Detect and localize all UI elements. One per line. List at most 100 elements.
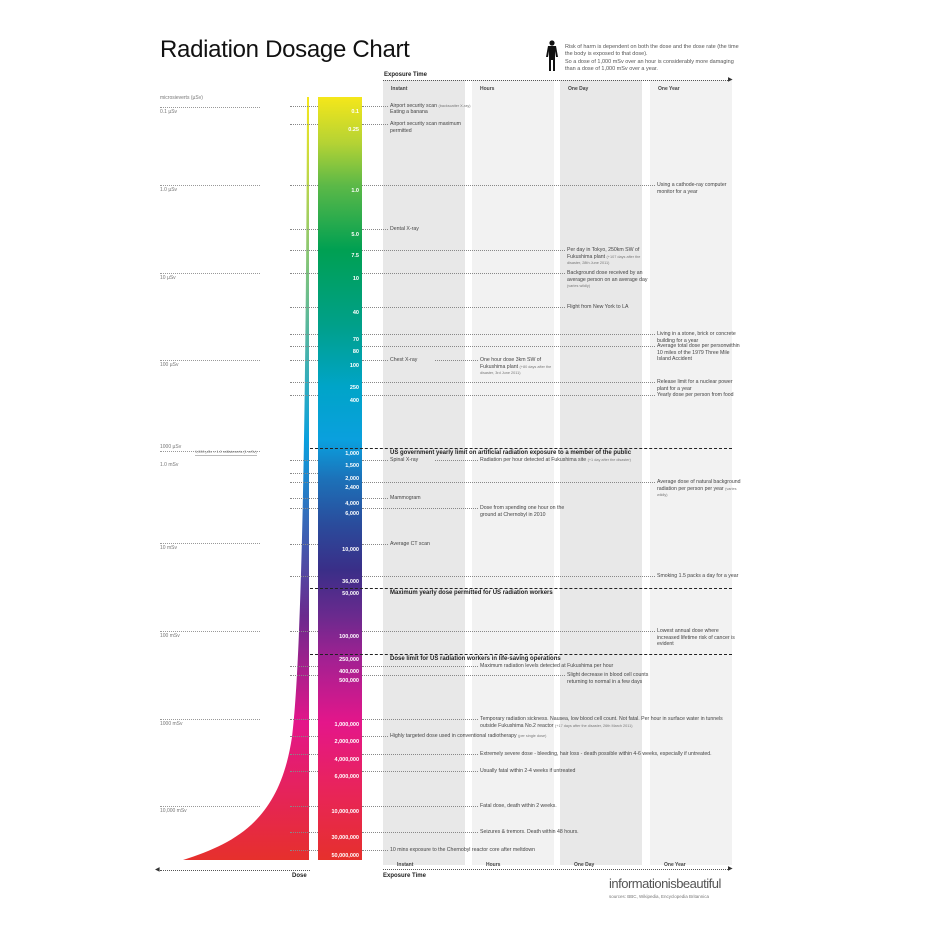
exposure-axis-label-top: Exposure Time — [384, 72, 427, 78]
row-leader-left — [290, 382, 318, 383]
annotation-note: (+1 day after the disaster) — [587, 458, 631, 462]
row-leader-left — [290, 460, 318, 461]
annotation: Maximum radiation levels detected at Fuk… — [480, 663, 730, 670]
annotation-text: Extremely severe dose - bleeding, hair l… — [480, 751, 712, 757]
annotation-text: Highly targeted dose used in conventiona… — [390, 733, 517, 739]
column-header: One Day — [574, 862, 595, 868]
annotation-text: Airport security scan — [390, 103, 437, 109]
row-leader — [362, 124, 388, 125]
dose-value: 100,000 — [339, 634, 359, 640]
row-leader — [435, 460, 478, 461]
row-leader-left — [290, 334, 318, 335]
annotation-text: Temporary radiation sickness. Nausea, lo… — [480, 716, 723, 729]
column-one-day — [560, 80, 642, 865]
column-one-year — [650, 80, 732, 865]
row-leader — [362, 771, 478, 772]
scale-label: 10 mSv — [160, 545, 177, 551]
row-leader — [362, 754, 478, 755]
scale-line — [160, 185, 260, 186]
dose-value: 4,000 — [345, 501, 359, 507]
row-leader-left — [290, 473, 318, 474]
row-leader — [362, 334, 655, 335]
scale-label: 100 µSv — [160, 362, 179, 368]
row-leader-left — [290, 736, 318, 737]
annotation: Mammogram — [390, 495, 475, 502]
annotation: Chest X-ray — [390, 357, 475, 364]
annotation-text: Using a cathode-ray computer monitor for… — [657, 182, 727, 195]
annotation-note: (+17 days after the disaster, 26th March… — [554, 723, 633, 728]
annotation-text: Eating a banana — [390, 109, 428, 115]
row-leader — [362, 850, 388, 851]
annotation: 10 mins exposure to the Chernobyl reacto… — [390, 847, 640, 854]
annotation-text: Seizures & tremors. Death within 48 hour… — [480, 829, 579, 835]
row-leader-left — [290, 395, 318, 396]
annotation: Usually fatal within 2-4 weeks if untrea… — [480, 768, 730, 775]
annotation-text: Average dose of natural background radia… — [657, 479, 741, 492]
annotation-note: (varies wildly) — [567, 284, 590, 288]
column-header: One Year — [658, 86, 680, 92]
row-leader — [362, 460, 388, 461]
scale-line — [160, 543, 260, 544]
row-leader — [362, 631, 655, 632]
column-header: Instant — [397, 862, 414, 868]
row-leader — [435, 360, 478, 361]
arrow-right-icon: ▶ — [728, 77, 733, 83]
annotation-text: Usually fatal within 2-4 weeks if untrea… — [480, 768, 576, 774]
scale-label: 1.0 µSv — [160, 187, 178, 193]
column-hours — [472, 80, 554, 865]
row-leader-left — [290, 771, 318, 772]
row-leader-left — [290, 576, 318, 577]
dose-value: 2,000 — [345, 476, 359, 482]
scale-line — [160, 631, 260, 632]
annotation-note: (per single dose) — [518, 734, 547, 738]
limit-label: Maximum yearly dose permitted for US rad… — [390, 590, 553, 596]
annotation-text: Living in a stone, brick or concrete bui… — [657, 331, 736, 344]
dose-value: 400,000 — [339, 669, 359, 675]
row-leader-left — [290, 754, 318, 755]
dose-value: 6,000 — [345, 511, 359, 517]
row-leader-left — [290, 832, 318, 833]
scale-label: 1000 mSv — [160, 721, 183, 727]
row-leader-left — [290, 498, 318, 499]
page-title: Radiation Dosage Chart — [160, 36, 410, 63]
annotation-text: Per day in Tokyo, 250km SW of Fukushima … — [567, 247, 640, 260]
row-leader-left — [290, 346, 318, 347]
row-leader — [362, 185, 655, 186]
row-leader-left — [290, 850, 318, 851]
column-header: Hours — [480, 86, 495, 92]
row-leader — [362, 346, 655, 347]
annotation: Living in a stone, brick or concrete bui… — [657, 331, 742, 344]
scale-line — [160, 719, 260, 720]
annotation-note: (+107 days after the disaster, 28th June… — [567, 254, 641, 266]
row-leader — [362, 666, 478, 667]
annotation: Temporary radiation sickness. Nausea, lo… — [480, 716, 730, 729]
row-leader — [362, 675, 565, 676]
dose-value: 2,000,000 — [334, 739, 359, 745]
annotation: Radiation per hour detected at Fukushima… — [480, 457, 730, 464]
annotation: Average CT scan — [390, 541, 475, 548]
intro-text-2: So a dose of 1,000 mSv over an hour is c… — [565, 59, 734, 72]
row-leader — [362, 719, 478, 720]
row-leader-left — [290, 273, 318, 274]
dose-value: 0.25 — [348, 127, 359, 133]
dose-value: 5.0 — [351, 232, 359, 238]
annotation: Average total dose per personwithin 10 m… — [657, 343, 742, 363]
annotation-text: Flight from New York to LA — [567, 304, 629, 310]
annotation-note: (backscatter X-ray) — [438, 104, 471, 108]
annotation-text: Mammogram — [390, 495, 421, 501]
column-header: Instant — [391, 86, 408, 92]
limit-line — [310, 588, 732, 589]
annotation: Smoking 1.5 packs a day for a year — [657, 573, 742, 580]
dose-value: 50,000,000 — [331, 853, 359, 859]
dose-value: 250,000 — [339, 657, 359, 663]
dose-value: 10,000 — [342, 547, 359, 553]
annotation-text: Dental X-ray — [390, 226, 419, 232]
row-leader — [362, 508, 478, 509]
annotation-text: Background dose received by an average p… — [567, 270, 648, 283]
dose-value: 1,500 — [345, 463, 359, 469]
dose-value: 4,000,000 — [334, 757, 359, 763]
annotation: Spinal X-ray — [390, 457, 475, 464]
annotation: Fatal dose, death within 2 weeks. — [480, 803, 730, 810]
scale-label: 100 mSv — [160, 633, 180, 639]
row-leader — [362, 360, 388, 361]
